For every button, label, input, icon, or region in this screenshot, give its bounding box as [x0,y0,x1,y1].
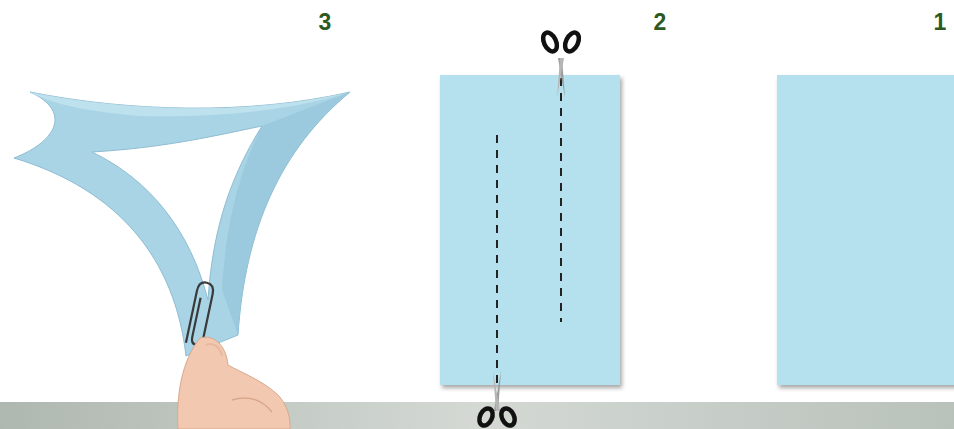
scissors-handle [540,30,559,53]
paper-shade [222,92,350,335]
cut-line [496,135,498,385]
step-number-holder: 1 [934,11,947,34]
paperclip-wire [186,281,215,346]
cut-line [560,78,562,322]
twisted-paper [14,92,350,356]
paperclip [186,281,215,346]
scissors-blade [494,371,501,411]
step-number: 2 [654,11,667,34]
background-strip [0,402,954,429]
step-number: 3 [319,11,332,34]
scissors-symbol [477,371,517,428]
paper-shape [14,92,350,356]
hand-shape [178,337,290,429]
scissors-blade [558,58,565,98]
scissors-symbol [540,30,581,98]
scissors-handle [562,30,581,53]
step-number-holder: 2 [654,11,667,34]
scissors-handle [477,406,495,427]
step-number-holder: 3 [319,11,332,34]
scissors-blade [493,371,500,411]
paper-sheet [440,75,620,385]
hand [178,337,290,429]
step-number: 1 [934,11,947,34]
paper-sheet [777,75,954,385]
finger-crease [232,398,272,412]
scissors-handle [499,406,517,427]
fingernail [206,344,222,356]
scissors-blade [557,58,564,98]
